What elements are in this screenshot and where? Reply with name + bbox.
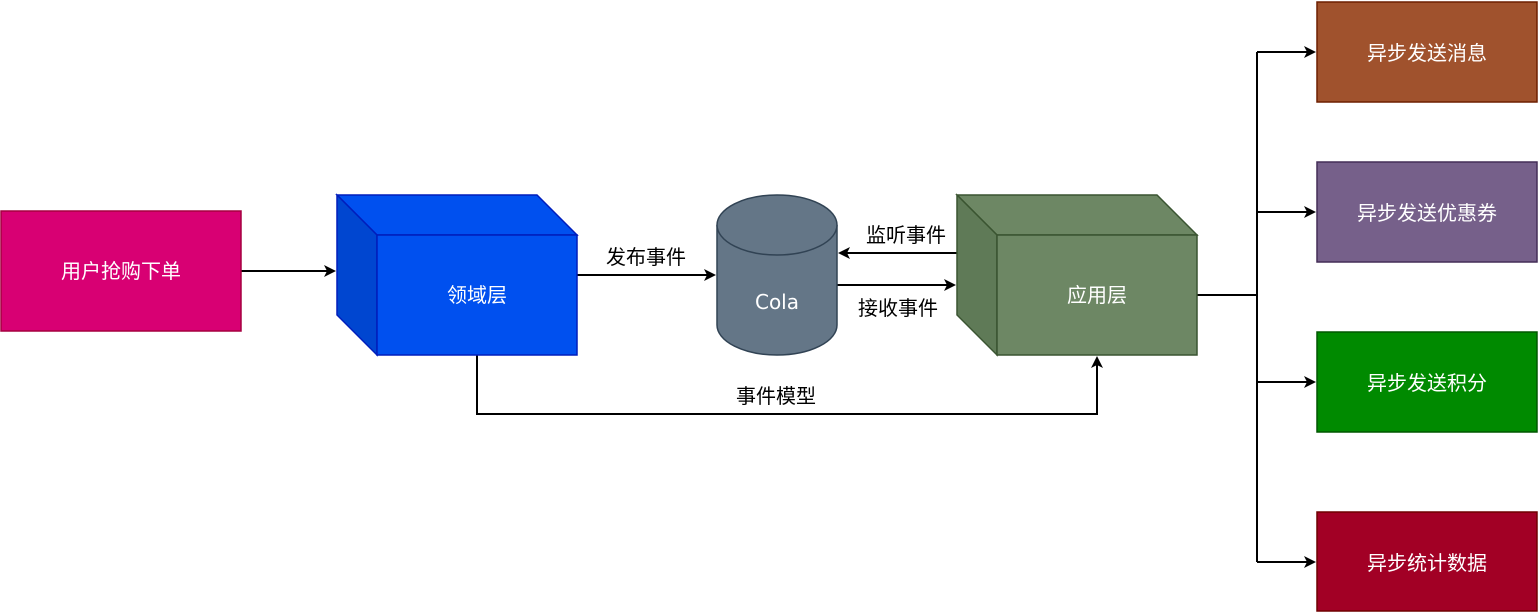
label-event-model: 事件模型 bbox=[736, 384, 816, 408]
node-cola[interactable]: Cola bbox=[716, 194, 838, 356]
node-async-message[interactable]: 异步发送消息 bbox=[1316, 1, 1538, 103]
edge-event-model bbox=[476, 355, 1103, 415]
node-async-points-label: 异步发送积分 bbox=[1367, 371, 1487, 395]
node-app-layer-label: 应用层 bbox=[1067, 283, 1127, 307]
node-domain-layer[interactable]: 领域层 bbox=[335, 193, 579, 357]
edges bbox=[241, 46, 1316, 568]
node-async-points[interactable]: 异步发送积分 bbox=[1316, 331, 1538, 433]
node-domain-layer-label: 领域层 bbox=[447, 283, 507, 307]
node-async-coupon[interactable]: 异步发送优惠券 bbox=[1316, 161, 1538, 263]
node-user-order[interactable]: 用户抢购下单 bbox=[0, 210, 242, 332]
label-receive-event: 接收事件 bbox=[858, 296, 938, 320]
node-app-layer[interactable]: 应用层 bbox=[955, 193, 1199, 357]
label-listen-event: 监听事件 bbox=[866, 223, 946, 247]
cube-top-face bbox=[955, 194, 1199, 236]
node-user-order-label: 用户抢购下单 bbox=[61, 259, 181, 283]
node-async-coupon-label: 异步发送优惠券 bbox=[1357, 201, 1497, 225]
node-async-stats[interactable]: 异步统计数据 bbox=[1316, 511, 1538, 612]
cube-top-face bbox=[335, 194, 579, 236]
node-async-stats-label: 异步统计数据 bbox=[1367, 551, 1487, 575]
label-publish-event: 发布事件 bbox=[606, 245, 686, 269]
node-cola-label: Cola bbox=[755, 290, 799, 314]
node-async-message-label: 异步发送消息 bbox=[1367, 41, 1487, 65]
